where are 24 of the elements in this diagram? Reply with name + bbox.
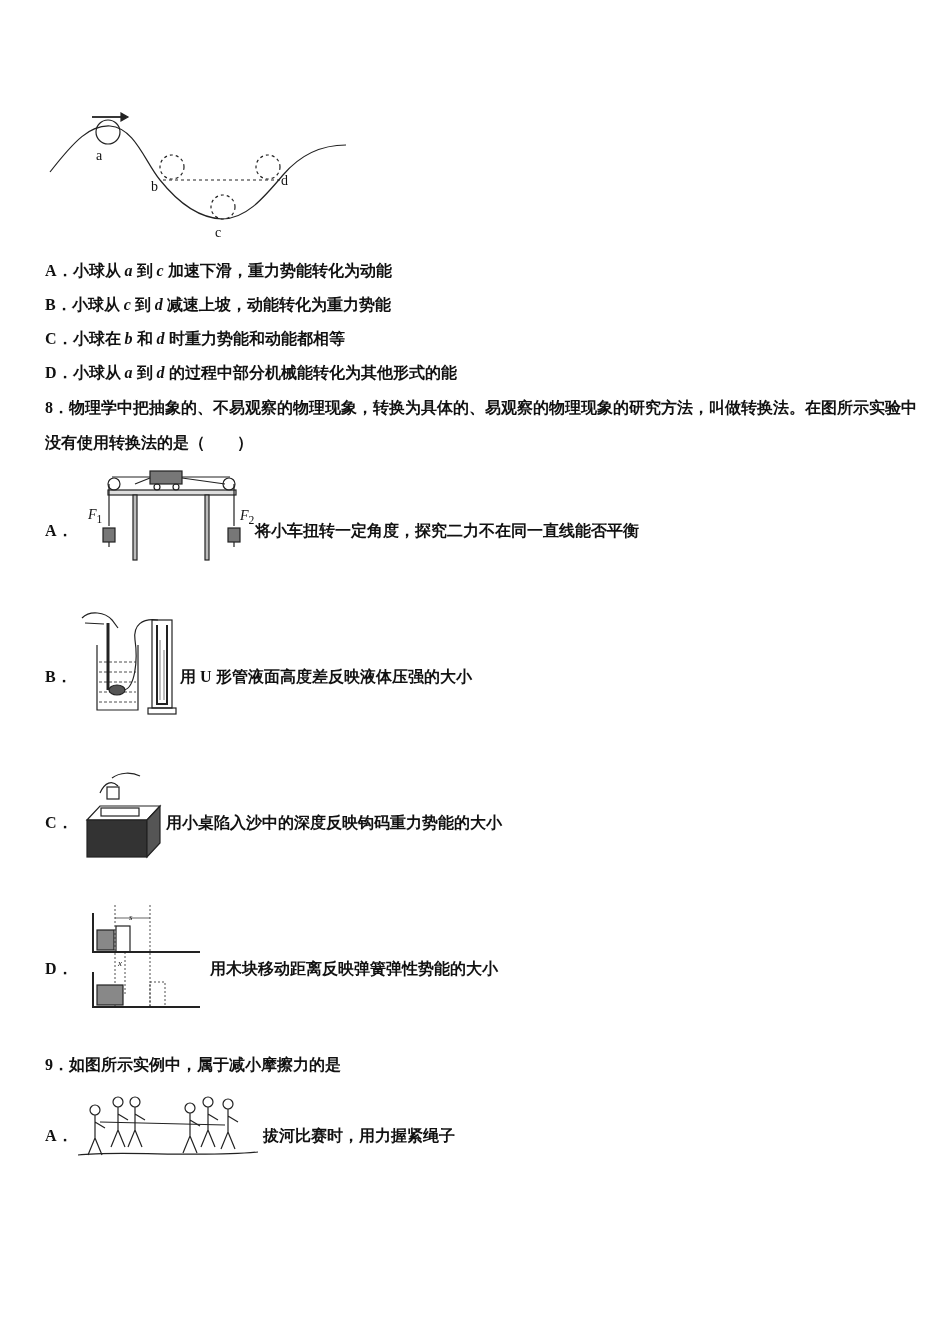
question-text: 9．如图所示实例中，属于减小摩擦力的是 bbox=[45, 1055, 341, 1075]
point-label: c bbox=[215, 224, 222, 242]
point-label: b bbox=[151, 178, 158, 196]
option-letter: D． bbox=[45, 959, 73, 979]
option-letter: C． bbox=[45, 813, 73, 833]
option-text: D．小球从 a 到 d 的过程中部分机械能转化为其他形式的能 bbox=[45, 363, 457, 383]
option-text: 用小桌陷入沙中的深度反映钩码重力势能的大小 bbox=[166, 813, 502, 833]
option-text: 用木块移动距离反映弹簧弹性势能的大小 bbox=[210, 959, 498, 979]
point-label: a bbox=[96, 147, 103, 165]
distance-label: x bbox=[118, 957, 122, 970]
point-label: d bbox=[281, 172, 288, 190]
option-text: 将小车扭转一定角度，探究二力不在同一直线能否平衡 bbox=[255, 522, 639, 541]
force-label: F$_{1}$ bbox=[88, 506, 103, 528]
option-text: C．小球在 b 和 d 时重力势能和动能都相等 bbox=[45, 329, 345, 349]
option-letter: B． bbox=[45, 667, 72, 687]
option-letter: A． bbox=[45, 1126, 73, 1146]
option-text: B．小球从 c 到 d 减速上坡，动能转化为重力势能 bbox=[45, 295, 391, 315]
option-text: A．小球从 a 到 c 加速下滑，重力势能转化为动能 bbox=[45, 261, 392, 281]
option-text: 拔河比赛时，用力握紧绳子 bbox=[263, 1126, 455, 1146]
question-text: 8．物理学中把抽象的、不易观察的物理现象，转换为具体的、易观察的物理现象的研究方法，叫做转换法。在图所示实验中没有使用转换法的是（ ） bbox=[45, 398, 917, 453]
force-label: F$_{2}$ bbox=[240, 507, 255, 527]
option-letter: A． bbox=[45, 521, 73, 541]
distance-label: s bbox=[129, 911, 133, 924]
option-text: 用 U 形管液面高度差反映液体压强的大小 bbox=[180, 667, 472, 687]
